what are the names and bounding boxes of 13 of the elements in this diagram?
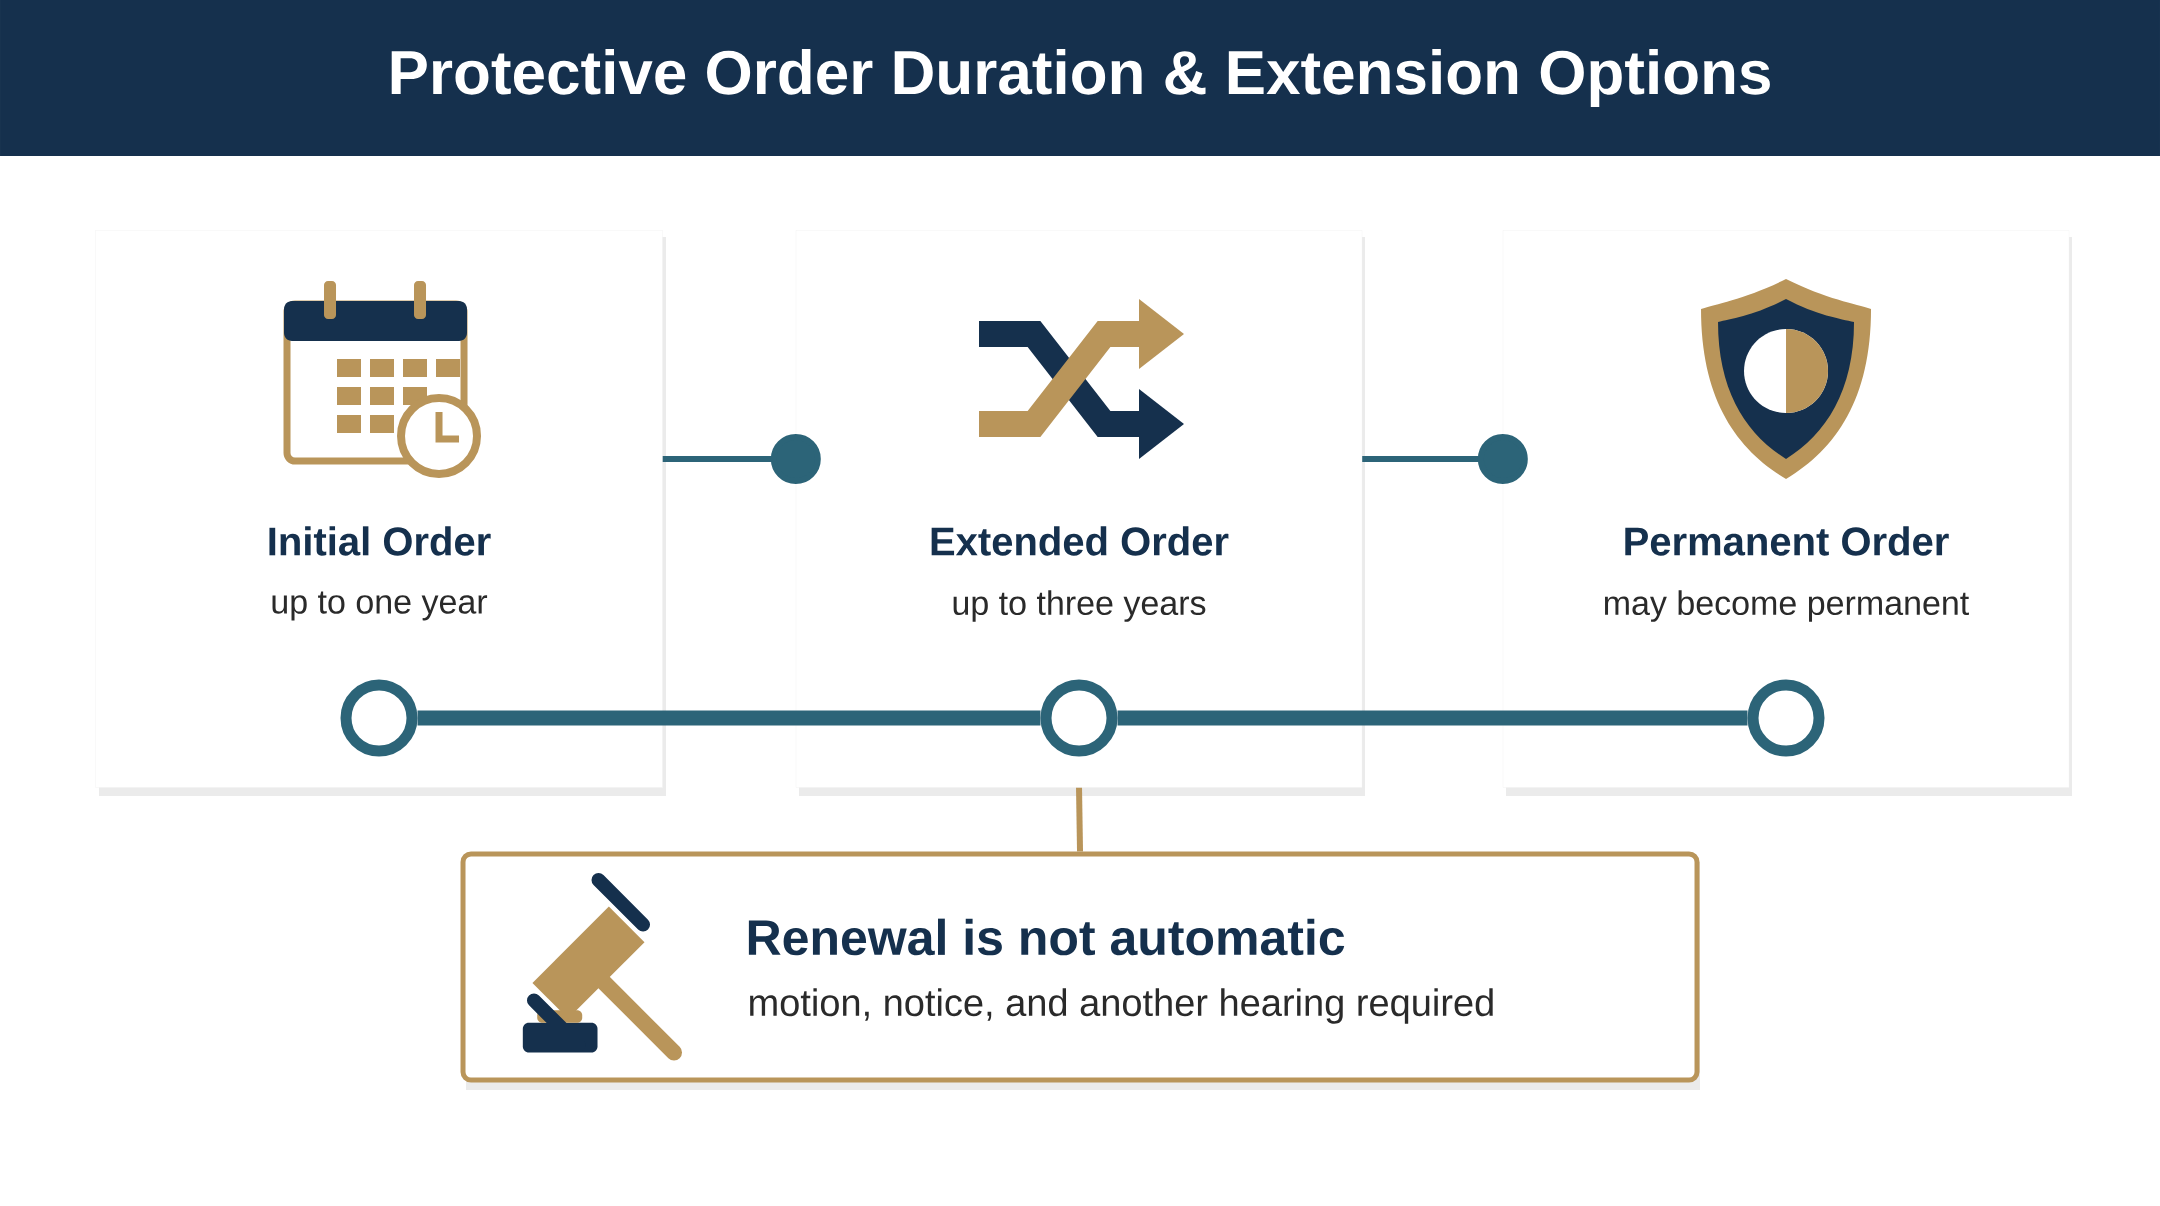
card: Initial Order up to one year [95, 230, 666, 796]
timeline-line [1117, 710, 1748, 726]
title-bar: Protective Order Duration & Extension Options [0, 0, 2160, 156]
timeline-ring [1747, 679, 1825, 757]
connector-line [662, 434, 821, 484]
card: Extended Order up to three years [795, 230, 1365, 796]
timeline-ring [340, 679, 418, 757]
callout-box: Renewal is not automatic motion, notice, and another hearing required [460, 851, 1700, 1083]
connector-line [1362, 434, 1528, 484]
timeline-ring [1040, 679, 1118, 757]
connector-line [1076, 787, 1083, 852]
card: Permanent Order may become permanent [1502, 230, 2072, 796]
timeline-line [417, 710, 1041, 726]
